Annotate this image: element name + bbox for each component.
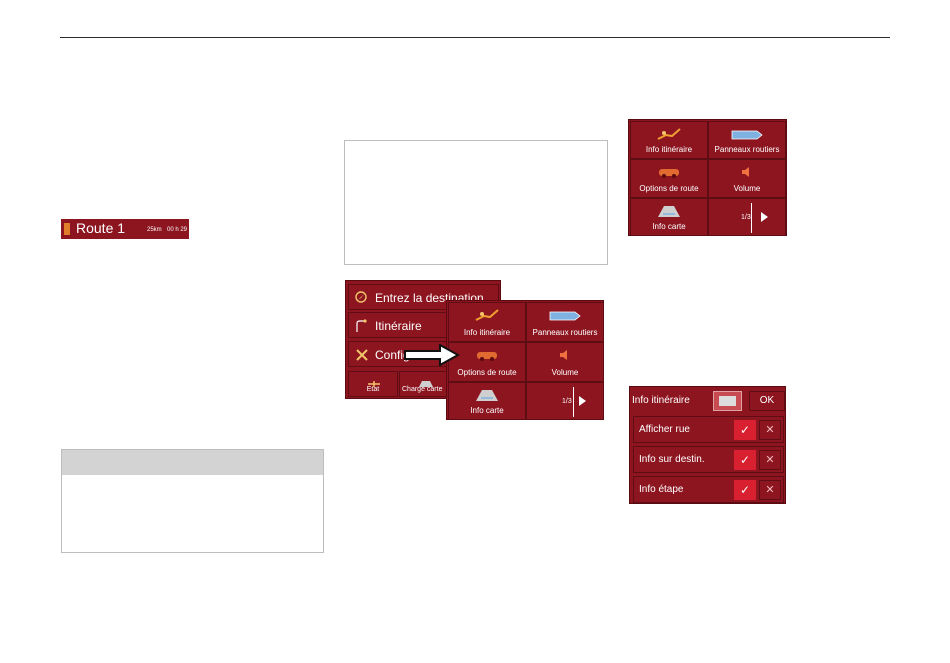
- cell-label: Volume: [733, 184, 761, 193]
- map-load-icon: [418, 375, 434, 393]
- cell-label: Volume: [551, 368, 579, 377]
- cell-label: Panneaux routiers: [714, 145, 780, 154]
- route-distance: 25km: [147, 227, 162, 233]
- car-options-icon: [474, 348, 500, 366]
- page-divider: [751, 203, 752, 233]
- submenu-panel: Info itinéraire Panneaux routiers Option…: [628, 119, 787, 236]
- info-itineraire-button[interactable]: Info itinéraire: [630, 121, 708, 159]
- note-box-header: [62, 450, 323, 475]
- next-page-button[interactable]: 1/3: [708, 198, 786, 236]
- menu-button-label: Etat: [366, 386, 380, 393]
- next-arrow-icon: [761, 212, 768, 222]
- map-info-icon: [475, 388, 499, 407]
- note-box: [61, 449, 324, 553]
- cell-label: Info carte: [470, 406, 504, 415]
- empty-frame: [344, 140, 608, 265]
- option-label: Info sur destin.: [639, 454, 705, 465]
- ok-button[interactable]: OK: [749, 391, 785, 411]
- next-arrow-icon: [579, 396, 586, 406]
- options-de-route-button[interactable]: Options de route: [630, 159, 708, 198]
- volume-button[interactable]: Volume: [526, 342, 604, 382]
- page-divider: [573, 387, 574, 417]
- right-arrow-icon: [404, 344, 460, 366]
- menu-button-etat[interactable]: Etat: [348, 371, 398, 397]
- cell-label: Info itinéraire: [463, 328, 511, 337]
- tools-icon: [355, 348, 369, 365]
- option-label: Afficher rue: [639, 424, 690, 435]
- header-rule: [60, 37, 890, 38]
- option-row-info-etape: Info étape ✓ ✕: [633, 476, 784, 503]
- cross-button[interactable]: ✕: [759, 480, 781, 500]
- route-info-icon: [656, 127, 682, 146]
- check-button[interactable]: ✓: [734, 480, 756, 500]
- map-preview-icon: [719, 396, 736, 406]
- panneaux-routiers-button[interactable]: Panneaux routiers: [526, 302, 604, 342]
- route-flag-icon: [64, 223, 70, 235]
- speaker-icon: [558, 348, 572, 366]
- map-info-icon: [657, 204, 681, 223]
- car-options-icon: [656, 165, 682, 183]
- page-indicator: 1/3: [741, 214, 751, 221]
- speaker-icon: [740, 165, 754, 183]
- options-de-route-button[interactable]: Options de route: [448, 342, 526, 382]
- next-page-button[interactable]: 1/3: [526, 382, 604, 420]
- route-name: Route 1: [76, 220, 126, 236]
- option-row-info-destination: Info sur destin. ✓ ✕: [633, 446, 784, 473]
- road-sign-icon: [731, 127, 763, 145]
- route-time: 00 h 29: [167, 227, 188, 233]
- info-itineraire-dialog: Info itinéraire OK Afficher rue ✓ ✕ Info…: [629, 386, 786, 504]
- volume-button[interactable]: Volume: [708, 159, 786, 198]
- info-carte-button[interactable]: Info carte: [448, 382, 526, 420]
- dialog-title: Info itinéraire: [632, 395, 690, 406]
- compass-icon: [355, 291, 367, 306]
- menu-button-label: Charge carte: [402, 386, 443, 393]
- route-info-icon: [474, 308, 500, 327]
- page-indicator: 1/3: [562, 398, 572, 405]
- map-preview-button[interactable]: [713, 391, 742, 411]
- submenu-overlay: Info itinéraire Panneaux routiers Option…: [446, 300, 604, 420]
- cell-label: Info itinéraire: [645, 145, 693, 154]
- satellite-icon: [367, 375, 381, 393]
- menu-item-label: Itinéraire: [375, 319, 422, 333]
- route-icon: [355, 319, 367, 336]
- info-itineraire-button[interactable]: Info itinéraire: [448, 302, 526, 342]
- cell-label: Options de route: [639, 184, 699, 193]
- check-button[interactable]: ✓: [734, 450, 756, 470]
- option-label: Info étape: [639, 484, 684, 495]
- cross-button[interactable]: ✕: [759, 450, 781, 470]
- cell-label: Info carte: [652, 222, 686, 231]
- option-row-afficher-rue: Afficher rue ✓ ✕: [633, 416, 784, 443]
- cell-label: Options de route: [457, 368, 517, 377]
- info-carte-button[interactable]: Info carte: [630, 198, 708, 236]
- road-sign-icon: [549, 308, 581, 326]
- check-button[interactable]: ✓: [734, 420, 756, 440]
- cell-label: Panneaux routiers: [532, 328, 598, 337]
- panneaux-routiers-button[interactable]: Panneaux routiers: [708, 121, 786, 159]
- route-bar[interactable]: Route 1 25km 00 h 29: [61, 219, 189, 239]
- cross-button[interactable]: ✕: [759, 420, 781, 440]
